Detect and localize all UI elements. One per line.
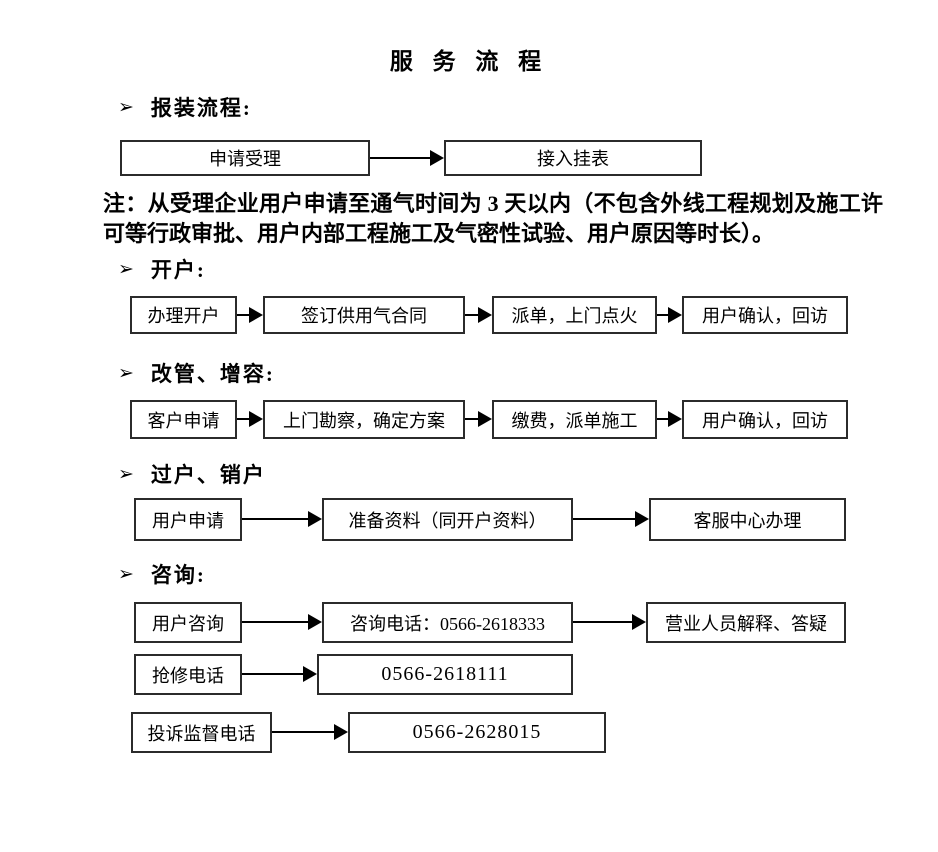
arrow-head-icon: [308, 614, 322, 630]
box-survey-plan: 上门勘察，确定方案: [263, 400, 465, 439]
arrowhead-bullet-icon: ➢: [118, 362, 134, 384]
arrow-head-icon: [303, 666, 317, 682]
section-heading-label: 咨询:: [150, 563, 206, 587]
arrow-head-icon: [430, 150, 444, 166]
arrow-head-icon: [635, 511, 649, 527]
box-customer-apply: 客户申请: [130, 400, 237, 439]
box-prepare-docs: 准备资料（同开户资料）: [322, 498, 573, 541]
section-heading-label: 过户、销户: [150, 463, 266, 487]
arrowhead-bullet-icon: ➢: [118, 563, 134, 585]
arrowhead-bullet-icon: ➢: [118, 96, 134, 118]
box-repair-phone: 抢修电话: [134, 654, 242, 695]
box-pay-dispatch: 缴费，派单施工: [492, 400, 657, 439]
arrow-shaft: [657, 314, 668, 316]
section-heading-label: 开户:: [150, 258, 206, 282]
box-handle-open: 办理开户: [130, 296, 237, 334]
page-title: 服 务 流 程: [389, 49, 549, 74]
arrow-head-icon: [668, 411, 682, 427]
box-staff-answer: 营业人员解释、答疑: [646, 602, 846, 643]
arrow-shaft: [370, 157, 430, 159]
arrow-shaft: [237, 418, 249, 420]
flow-arrow: [370, 150, 444, 166]
arrow-shaft: [465, 418, 478, 420]
box-dispatch-ignite: 派单，上门点火: [492, 296, 657, 334]
flow-arrow: [242, 666, 317, 682]
flow-arrow: [237, 307, 263, 323]
box-complaint-phone: 投诉监督电话: [131, 712, 272, 753]
section-heading-label: 改管、增容:: [150, 362, 275, 386]
flow-arrow: [573, 614, 646, 630]
install-note: 注：从受理企业用户申请至通气时间为 3 天以内（不包含外线工程规划及施工许可等行…: [103, 191, 883, 246]
arrow-shaft: [242, 673, 303, 675]
flow-arrow: [657, 411, 682, 427]
box-connect-meter: 接入挂表: [444, 140, 702, 176]
flow-arrow: [657, 307, 682, 323]
section-heading-label: 报装流程:: [150, 96, 252, 120]
arrow-shaft: [242, 621, 308, 623]
flow-arrow: [465, 307, 492, 323]
section-heading-consult: ➢ 咨询:: [118, 559, 206, 589]
flow-arrow: [573, 511, 649, 527]
box-service-center: 客服中心办理: [649, 498, 846, 541]
arrow-shaft: [465, 314, 478, 316]
arrow-head-icon: [478, 307, 492, 323]
arrow-head-icon: [249, 307, 263, 323]
arrow-head-icon: [632, 614, 646, 630]
arrow-shaft: [237, 314, 249, 316]
box-confirm-visit: 用户确认，回访: [682, 296, 848, 334]
arrow-shaft: [242, 518, 308, 520]
box-repair-number: 0566-2618111: [317, 654, 573, 695]
arrowhead-bullet-icon: ➢: [118, 463, 134, 485]
arrow-shaft: [573, 621, 632, 623]
flow-arrow: [237, 411, 263, 427]
arrow-head-icon: [334, 724, 348, 740]
box-sign-contract: 签订供用气合同: [263, 296, 465, 334]
arrow-head-icon: [478, 411, 492, 427]
flow-arrow: [242, 511, 322, 527]
box-apply-accept: 申请受理: [120, 140, 370, 176]
box-confirm-visit-2: 用户确认，回访: [682, 400, 848, 439]
arrow-shaft: [573, 518, 635, 520]
flow-arrow: [242, 614, 322, 630]
section-heading-modify-expand: ➢ 改管、增容:: [118, 358, 275, 388]
flow-arrow: [272, 724, 348, 740]
arrowhead-bullet-icon: ➢: [118, 258, 134, 280]
arrow-head-icon: [308, 511, 322, 527]
arrow-shaft: [657, 418, 668, 420]
box-complaint-number: 0566-2628015: [348, 712, 606, 753]
section-heading-open-account: ➢ 开户:: [118, 254, 206, 284]
flow-arrow: [465, 411, 492, 427]
section-heading-transfer-cancel: ➢ 过户、销户: [118, 459, 266, 489]
box-consult-phone: 咨询电话：0566-2618333: [322, 602, 573, 643]
section-heading-install: ➢ 报装流程:: [118, 92, 252, 122]
arrow-head-icon: [668, 307, 682, 323]
box-user-apply: 用户申请: [134, 498, 242, 541]
box-user-consult: 用户咨询: [134, 602, 242, 643]
arrow-head-icon: [249, 411, 263, 427]
arrow-shaft: [272, 731, 334, 733]
